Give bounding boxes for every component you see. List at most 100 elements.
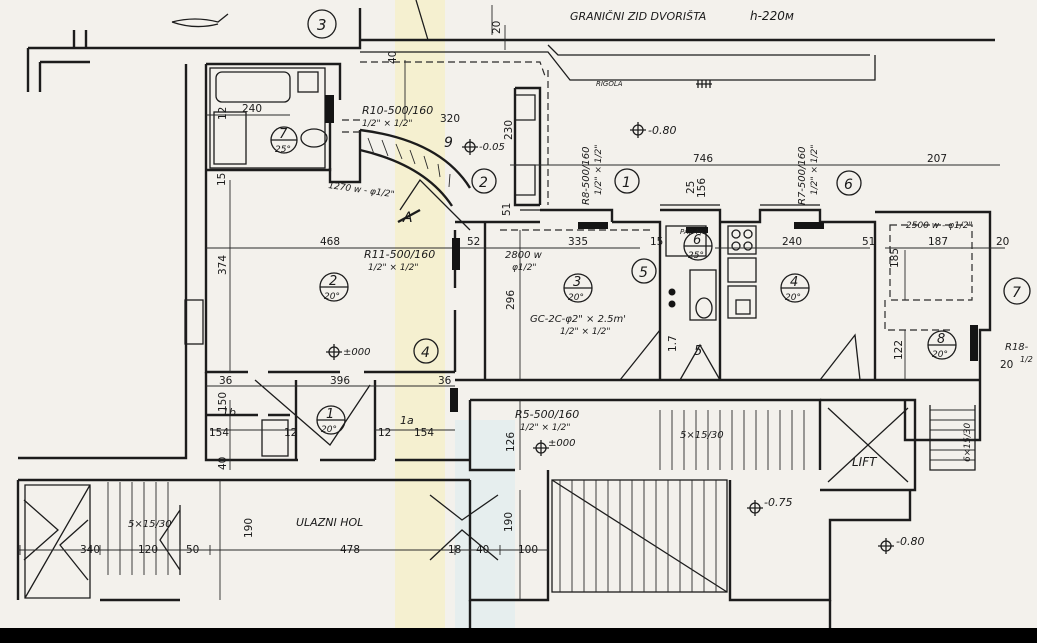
radiator-r11 [452, 238, 460, 270]
outer-walls [18, 8, 995, 460]
hall-label: ULAZNI HOL [296, 516, 363, 529]
dimension: 12 [378, 427, 391, 439]
floor-plan [16, 0, 1031, 628]
dimension: 126 [505, 432, 517, 452]
dimension-lines [18, 5, 1005, 600]
area-number: 2 [479, 175, 488, 191]
stair-label: 5×15/30 [128, 519, 172, 530]
level-mark: ±000 [343, 347, 370, 358]
room-number: 8 [937, 332, 945, 347]
room-number: 4 [790, 275, 798, 290]
dimension: 478 [340, 544, 360, 556]
room-temp: 20° [568, 293, 584, 303]
pipe-note: GC-2C-φ2" × 2.5m' [530, 314, 626, 325]
dimension: 36 [438, 375, 452, 387]
room-temp: 25° [688, 251, 704, 261]
dimension: 12 [217, 107, 229, 120]
dimension: 156 [696, 178, 708, 198]
dimension: 1.7 [667, 335, 679, 352]
drawing-sheet: GRANIČNI ZID DVORIŠTA h-220м RIGOLA A -0… [0, 0, 1037, 628]
dimension: 51 [501, 203, 513, 216]
dimension: 40 [217, 457, 229, 470]
dimension: 396 [330, 375, 350, 387]
pipe-note-sub: 1/2" × 1/2" [560, 327, 611, 337]
area-number: 1 [622, 175, 631, 191]
dashed-lines [342, 61, 973, 331]
room-temp: 20° [932, 350, 948, 360]
dimension: 230 [503, 120, 515, 140]
room-temp: 20° [324, 292, 340, 302]
radiator-pipe: 1/2" × 1/2" [520, 423, 571, 433]
dimension: 122 [893, 340, 905, 360]
room-markers [270, 9, 1031, 435]
pipe-note: 2500 w - φ1/2" [906, 221, 973, 231]
radiator-code: R5-500/160 [515, 408, 579, 421]
dimension: 340 [80, 544, 100, 556]
room-temp: 20° [321, 425, 337, 435]
radiator-pipe: 1/2" × 1/2" [594, 144, 604, 195]
radiator-code: R8-500/160 [581, 147, 592, 205]
dimension: 207 [927, 153, 947, 165]
dimension: 240 [242, 103, 262, 115]
radiator-pipe: 1/2 [1020, 355, 1033, 364]
radiator-r10 [325, 95, 334, 123]
area-number: 5 [639, 265, 648, 281]
dimension: 185 [889, 248, 901, 268]
pipe-note: 1270 w - φ1/2" [328, 181, 395, 200]
dimension: 51 [862, 236, 875, 248]
dimension: 40 [476, 544, 489, 556]
radiator-code: R11-500/160 [364, 248, 435, 261]
lower-walls [16, 372, 982, 628]
dimension: 15 [650, 236, 663, 248]
annotations: GRANIČNI ZID DVORIŠTA h-220м RIGOLA A -0… [80, 9, 1033, 556]
dimension: 120 [138, 544, 158, 556]
level-mark: -0.80 [896, 535, 924, 548]
sub-label: PAR MO [680, 228, 708, 236]
dimension: 154 [414, 427, 434, 439]
dimension: 320 [440, 113, 460, 125]
dimension: 15 [216, 173, 228, 186]
dimension: 25 [685, 181, 697, 194]
radiator-r5 [450, 388, 458, 412]
level-mark: -0.80 [648, 124, 676, 137]
radiator-code: R18- [1005, 342, 1029, 353]
dimension: 154 [209, 427, 229, 439]
windows [184, 94, 820, 345]
radiator-r8 [578, 222, 608, 229]
area-number: 4 [421, 345, 430, 361]
header-note: GRANIČNI ZID DVORIŠTA [570, 10, 706, 23]
level-mark: -0.75 [764, 496, 792, 509]
lift-label: LIFT [852, 455, 878, 469]
radiator-r7 [794, 222, 824, 229]
room-number: 1 [326, 407, 334, 422]
section-arrow [171, 0, 712, 224]
radiator-code: R10-500/160 [362, 104, 433, 117]
dimension: 335 [568, 236, 588, 248]
dimension: 240 [782, 236, 802, 248]
dimension: 36 [219, 375, 233, 387]
room-number: 7 [279, 127, 288, 142]
radiator-code: R7-500/160 [797, 147, 808, 205]
dimension: 20 [491, 21, 503, 34]
gravel-label: RIGOLA [596, 80, 623, 88]
radiator-pipe: 1/2" × 1/2" [362, 119, 413, 129]
level-mark: -0.05 [479, 142, 505, 153]
room-temp: 25° [275, 145, 291, 155]
stair-treads [24, 405, 976, 599]
sub-label: 1a [400, 414, 414, 427]
dimension: 187 [928, 236, 948, 248]
level-mark: ±000 [548, 438, 575, 449]
dimension: 190 [503, 512, 515, 532]
room-temp: 20° [785, 293, 801, 303]
section-mark: A [402, 210, 413, 226]
stair-label: 5×15/30 [680, 430, 724, 441]
inner-walls [204, 86, 992, 400]
dimension: 190 [243, 518, 255, 538]
area-number: 6 [844, 177, 853, 193]
dimension: 468 [320, 236, 340, 248]
dimension: 40 [387, 51, 399, 64]
header-note-height: h-220м [750, 9, 794, 23]
room-number: 6 [693, 233, 701, 248]
room-number: 2 [329, 274, 337, 289]
dimension: 18 [448, 544, 461, 556]
